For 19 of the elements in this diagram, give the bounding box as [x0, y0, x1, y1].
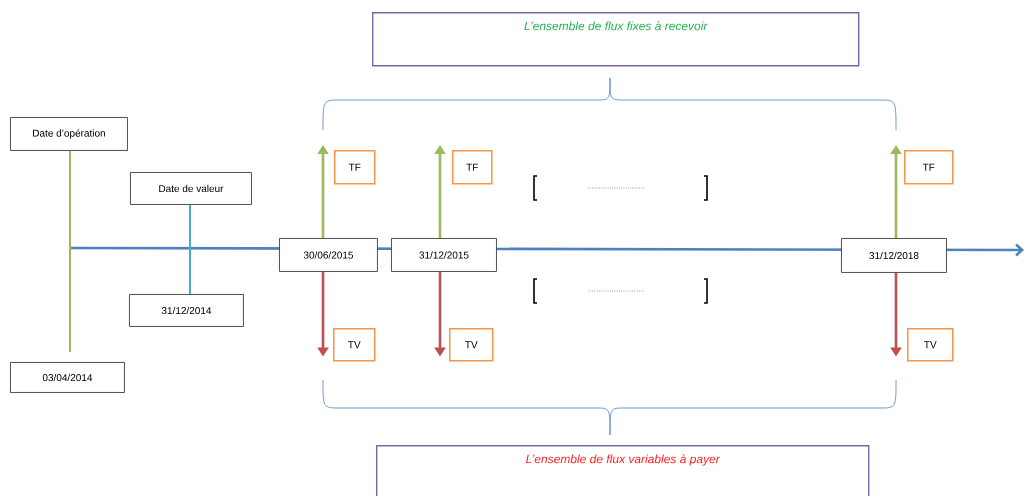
rate-box: TF	[904, 150, 954, 185]
connector-line	[189, 203, 191, 295]
rate-box: TV	[449, 328, 494, 362]
date-box: 30/06/2015	[279, 238, 378, 272]
title-box: L’ensemble de flux fixes à recevoir	[372, 12, 860, 67]
rate-box: TF	[452, 150, 493, 185]
rate-box: TV	[907, 328, 954, 362]
connector-line	[69, 149, 71, 353]
title-box: L’ensemble de flux variables à payer	[376, 445, 870, 496]
rate-box: TV	[333, 328, 376, 362]
date-box: 31/12/2014	[129, 294, 244, 327]
date-box: Date d’opération	[10, 117, 128, 151]
date-box: Date de valeur	[130, 172, 252, 205]
date-box: 31/12/2018	[841, 238, 947, 273]
rate-box: TF	[334, 150, 376, 185]
date-box: 31/12/2015	[391, 238, 497, 272]
dotted-text: ..........................	[587, 290, 645, 292]
date-box: 03/04/2014	[10, 362, 125, 393]
dotted-text: ..........................	[587, 187, 645, 189]
